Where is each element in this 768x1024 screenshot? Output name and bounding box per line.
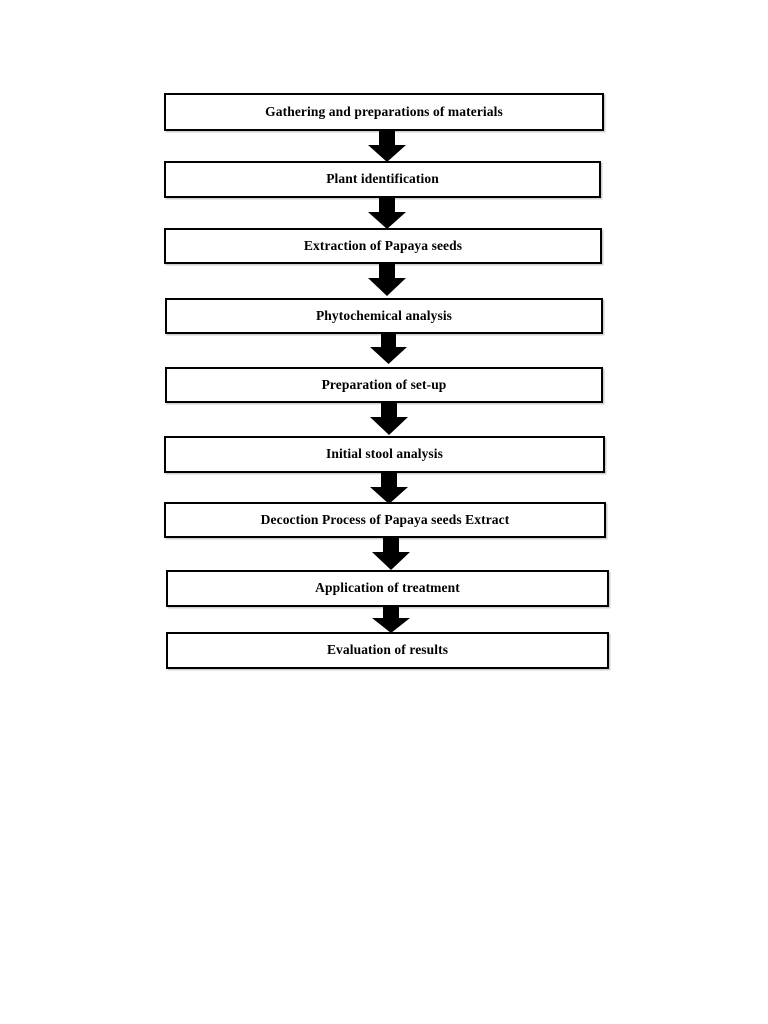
flowchart-node-label: Initial stool analysis <box>326 446 443 462</box>
flowchart-arrow-8 <box>372 606 410 633</box>
flowchart-node-step-9[interactable]: Evaluation of results <box>166 632 609 669</box>
flowchart-node-label: Evaluation of results <box>326 642 449 658</box>
flowchart-node-step-5[interactable]: Preparation of set-up <box>165 367 603 403</box>
flowchart-node-label: Preparation of set-up <box>321 376 447 392</box>
flowchart-node-step-7[interactable]: Decoction Process of Papaya seeds Extrac… <box>164 502 606 538</box>
flowchart-arrow-3 <box>368 263 406 296</box>
flowchart-node-label: Phytochemical analysis <box>315 307 453 323</box>
flowchart-node-step-1[interactable]: Gathering and preparations of materials <box>164 93 604 131</box>
flowchart-node-label: Plant identification <box>326 171 439 187</box>
flowchart-node-step-4[interactable]: Phytochemical analysis <box>165 298 603 334</box>
flowchart-arrow-2 <box>368 197 406 229</box>
flowchart-node-label: Decoction Process of Papaya seeds Extrac… <box>260 511 510 527</box>
flowchart-node-label: Application of treatment <box>315 580 460 596</box>
flowchart-node-step-3[interactable]: Extraction of Papaya seeds <box>164 228 602 264</box>
flowchart-arrow-1 <box>368 130 406 162</box>
flowchart-node-step-6[interactable]: Initial stool analysis <box>164 436 605 473</box>
flowchart-node-step-8[interactable]: Application of treatment <box>166 570 609 607</box>
flowchart-arrow-7 <box>372 537 410 570</box>
flowchart-arrow-6 <box>370 472 408 504</box>
flowchart-node-label: Extraction of Papaya seeds <box>303 237 463 253</box>
flowchart-node-step-2[interactable]: Plant identification <box>164 161 601 198</box>
flowchart-arrow-4 <box>370 333 407 364</box>
flowchart-node-label: Gathering and preparations of materials <box>265 103 503 119</box>
flowchart-arrow-5 <box>370 402 408 435</box>
